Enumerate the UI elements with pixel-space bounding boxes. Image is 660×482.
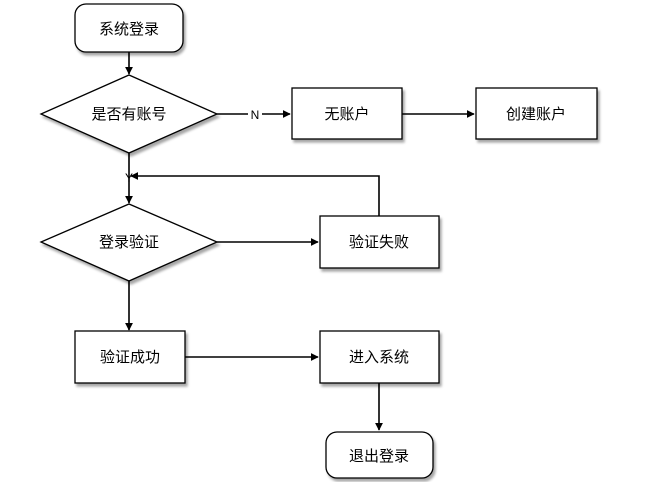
edges <box>125 52 475 431</box>
node-verify-label: 登录验证 <box>99 233 159 251</box>
node-verify-failed-label: 验证失败 <box>349 233 409 251</box>
node-logout-label: 退出登录 <box>349 447 409 465</box>
node-enter-system: 进入系统 <box>319 330 440 384</box>
node-verify-success: 验证成功 <box>74 330 186 384</box>
edge-label-no: N <box>251 108 260 122</box>
edge-failed-back <box>130 172 380 216</box>
node-login-label: 系统登录 <box>99 20 159 38</box>
node-create-account: 创建账户 <box>475 87 598 140</box>
node-no-account: 无账户 <box>291 87 403 140</box>
node-create-account-label: 创建账户 <box>506 105 566 123</box>
node-has-account: 是否有账号 <box>39 74 219 154</box>
node-verify-failed: 验证失败 <box>319 215 440 269</box>
edge-label-no-bg <box>248 107 262 121</box>
node-login: 系统登录 <box>74 3 184 53</box>
edge-label-yes: Y <box>125 171 133 185</box>
node-verify: 登录验证 <box>39 203 219 282</box>
node-enter-system-label: 进入系统 <box>349 348 409 366</box>
node-has-account-label: 是否有账号 <box>91 105 166 123</box>
node-no-account-label: 无账户 <box>324 105 369 123</box>
node-verify-success-label: 验证成功 <box>100 348 160 366</box>
node-logout: 退出登录 <box>325 431 434 479</box>
